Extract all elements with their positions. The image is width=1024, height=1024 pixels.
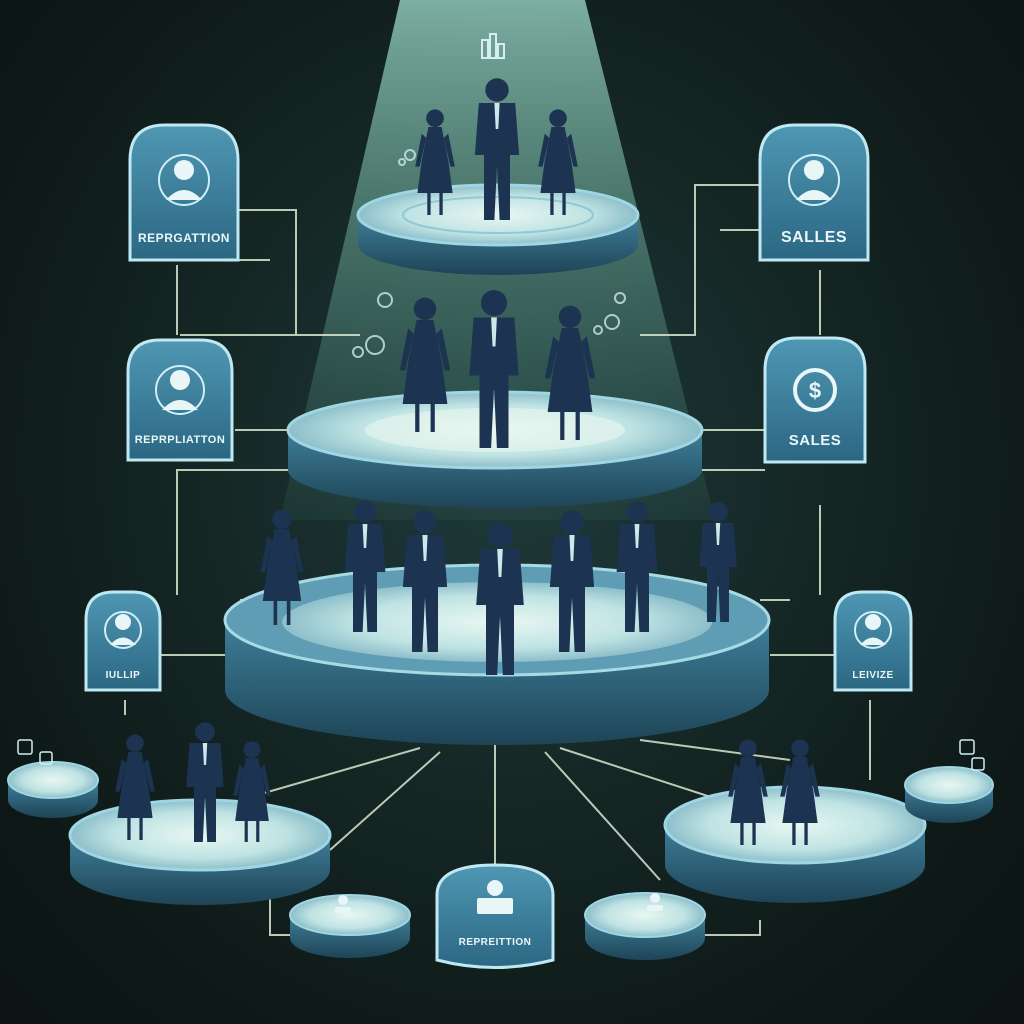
node-marker-icons bbox=[17, 739, 985, 771]
person-icon bbox=[155, 365, 205, 415]
user-icon-small bbox=[335, 893, 663, 913]
platform-small-right bbox=[904, 766, 994, 823]
card-top-left: REPRGATTION bbox=[128, 123, 240, 262]
card-label-low-right: LEIVIZE bbox=[852, 670, 893, 681]
building-icon bbox=[477, 880, 513, 914]
platform-small-bottom-left bbox=[289, 894, 411, 958]
platform-top bbox=[356, 183, 640, 275]
card-mid-left: REPRPLIATTON bbox=[126, 338, 234, 462]
card-bottom-center: REPREITTION bbox=[435, 863, 555, 969]
person-icon bbox=[854, 611, 892, 649]
person-icon bbox=[158, 154, 210, 206]
bar-chart-icon bbox=[481, 33, 505, 59]
dollar-cycle-icon: $ bbox=[793, 368, 837, 412]
card-mid-right: $ SALES bbox=[763, 336, 867, 464]
card-top-right: SALLES bbox=[758, 123, 870, 262]
card-label-mid-right: SALES bbox=[789, 432, 842, 449]
bubble-icons bbox=[352, 149, 626, 358]
card-low-left: IULLIP bbox=[84, 590, 162, 692]
platform-middle bbox=[286, 390, 704, 508]
card-label-low-left: IULLIP bbox=[106, 670, 141, 681]
person-icon bbox=[788, 154, 840, 206]
card-label-top-right: SALLES bbox=[781, 229, 847, 246]
connector-lines bbox=[124, 184, 871, 936]
person-icon bbox=[104, 611, 142, 649]
svg-text:$: $ bbox=[809, 378, 821, 403]
card-label-mid-left: REPRPLIATTON bbox=[135, 434, 226, 446]
card-low-right: LEIVIZE bbox=[833, 590, 913, 692]
card-label-bottom-center: REPREITTION bbox=[459, 937, 532, 948]
platform-small-bottom-right bbox=[584, 892, 706, 960]
platform-small-left bbox=[7, 761, 99, 818]
card-label-top-left: REPRGATTION bbox=[138, 231, 230, 245]
